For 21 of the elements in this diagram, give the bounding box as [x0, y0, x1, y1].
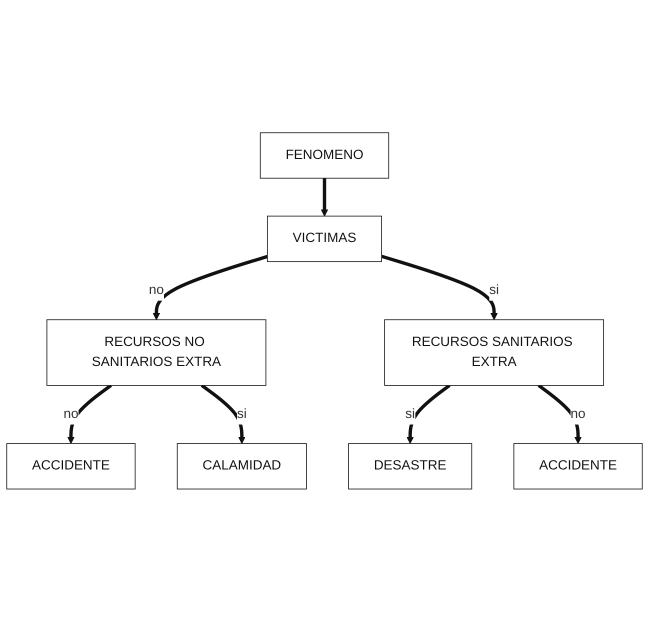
arrow: [320, 178, 328, 216]
node-box: ACCIDENTE: [513, 442, 643, 490]
arrow: [152, 254, 268, 320]
edge-label: si: [405, 406, 416, 421]
arrow: [406, 384, 451, 444]
node-box: CALAMIDAD: [176, 442, 307, 490]
node-box: RECURSOS NO SANITARIOS EXTRA: [46, 318, 266, 386]
edge-label: no: [148, 282, 164, 298]
node-box: VICTIMAS: [267, 215, 382, 262]
edge-label: no: [570, 406, 586, 421]
node-box: DESASTRE: [348, 442, 472, 490]
edge-label: si: [489, 282, 499, 298]
node-box: RECURSOS SANITARIOS EXTRA: [384, 318, 604, 386]
arrow: [200, 384, 246, 444]
edge-label: no: [63, 406, 78, 421]
arrow: [538, 384, 582, 444]
node-box: FENOMENO: [260, 132, 390, 178]
arrow: [67, 384, 112, 444]
edge-label: si: [236, 406, 247, 421]
node-box: ACCIDENTE: [6, 442, 136, 490]
arrow: [381, 254, 498, 320]
